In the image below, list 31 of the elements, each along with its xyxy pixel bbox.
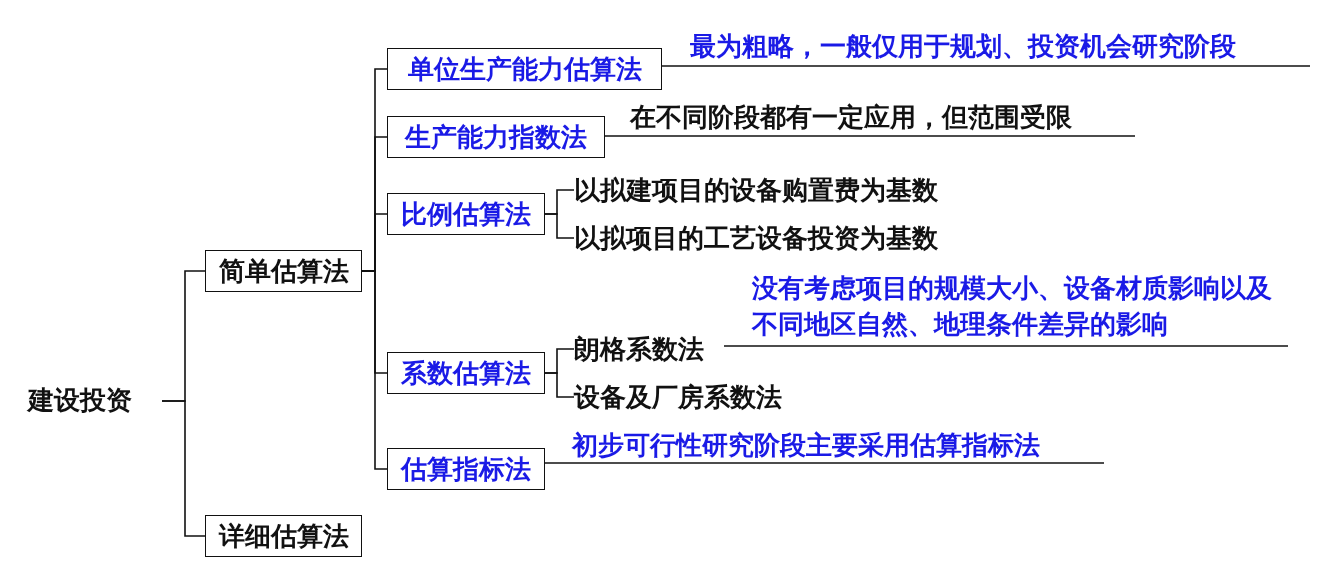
method-box [387, 116, 605, 158]
note-text: 在不同阶段都有一定应用，但范围受限 [630, 101, 1073, 134]
method-box [387, 352, 545, 394]
method-label: 详细估算法 [218, 520, 349, 553]
connector-line [161, 400, 206, 537]
note-text: 没有考虑项目的规模大小、设备材质影响以及不同地区自然、地理条件差异的影响 [752, 272, 1273, 341]
note-text: 朗格系数法 [574, 333, 705, 366]
method-label: 简单估算法 [218, 255, 349, 288]
connector-line [604, 135, 1136, 137]
method-label: 单位生产能力估算法 [407, 53, 642, 86]
method-box [387, 193, 545, 235]
method-label: 估算指标法 [401, 453, 531, 486]
method-box [387, 48, 662, 90]
note-text: 初步可行性研究阶段主要采用估算指标法 [572, 429, 1041, 462]
note-text: 以拟项目的工艺设备投资为基数 [574, 222, 939, 255]
connector-line [544, 213, 575, 239]
note-text: 设备及厂房系数法 [574, 381, 783, 414]
connector-line [544, 372, 575, 398]
connector-line [661, 65, 1311, 67]
method-box [205, 515, 362, 557]
connector-line [723, 345, 1289, 347]
method-box [387, 448, 545, 490]
connector-line [544, 462, 1105, 464]
method-box [205, 250, 362, 292]
connector-line [361, 270, 388, 470]
note-text: 最为粗略，一般仅用于规划、投资机会研究阶段 [690, 30, 1237, 63]
method-label: 生产能力指数法 [405, 121, 587, 154]
method-label: 系数估算法 [401, 357, 531, 390]
note-text: 以拟建项目的设备购置费为基数 [574, 174, 939, 207]
note-text: 建设投资 [28, 384, 133, 417]
method-label: 比例估算法 [401, 198, 531, 231]
